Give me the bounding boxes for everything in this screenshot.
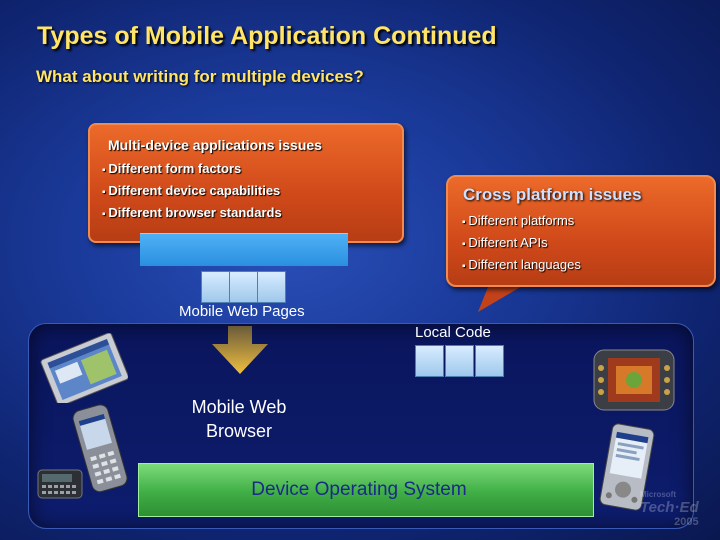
cross-platform-list: Different platforms Different APIs Diffe… <box>462 211 581 277</box>
mobile-web-browser-label: Mobile Web Browser <box>180 395 298 443</box>
browser-label-line1: Mobile Web <box>180 395 298 419</box>
browser-label-line2: Browser <box>180 419 298 443</box>
multi-device-list: Different form factors Different device … <box>102 159 282 225</box>
local-code-tile <box>445 345 474 377</box>
web-server-bar <box>140 233 348 266</box>
multi-device-title: Multi-device applications issues <box>108 137 322 153</box>
slide-title: Types of Mobile Application Continued <box>37 22 497 51</box>
local-code-tile <box>415 345 444 377</box>
teched-watermark-logo: Microsoft Tech·Ed 2005 <box>640 490 699 528</box>
media-player-device-icon <box>592 346 676 414</box>
local-code-label: Local Code <box>415 324 491 341</box>
watermark-brand-small: Microsoft <box>640 490 699 499</box>
down-arrow-icon <box>212 326 268 374</box>
slide-subtitle: What about writing for multiple devices? <box>36 67 364 87</box>
communicator-icon <box>36 466 84 502</box>
list-item: Different browser standards <box>102 203 282 225</box>
list-item: Different APIs <box>462 233 581 255</box>
list-item: Different device capabilities <box>102 181 282 203</box>
watermark-brand: Tech·Ed <box>640 499 699 516</box>
device-os-label: Device Operating System <box>138 479 580 501</box>
local-code-tile <box>475 345 504 377</box>
tablet-pc-icon <box>38 333 128 403</box>
cross-platform-title: Cross platform issues <box>463 185 642 205</box>
web-page-tile <box>257 271 286 303</box>
web-page-tile <box>229 271 258 303</box>
list-item: Different form factors <box>102 159 282 181</box>
web-page-tile <box>201 271 230 303</box>
mobile-web-pages-label: Mobile Web Pages <box>179 303 305 320</box>
watermark-year: 2005 <box>640 516 699 528</box>
list-item: Different languages <box>462 255 581 277</box>
list-item: Different platforms <box>462 211 581 233</box>
